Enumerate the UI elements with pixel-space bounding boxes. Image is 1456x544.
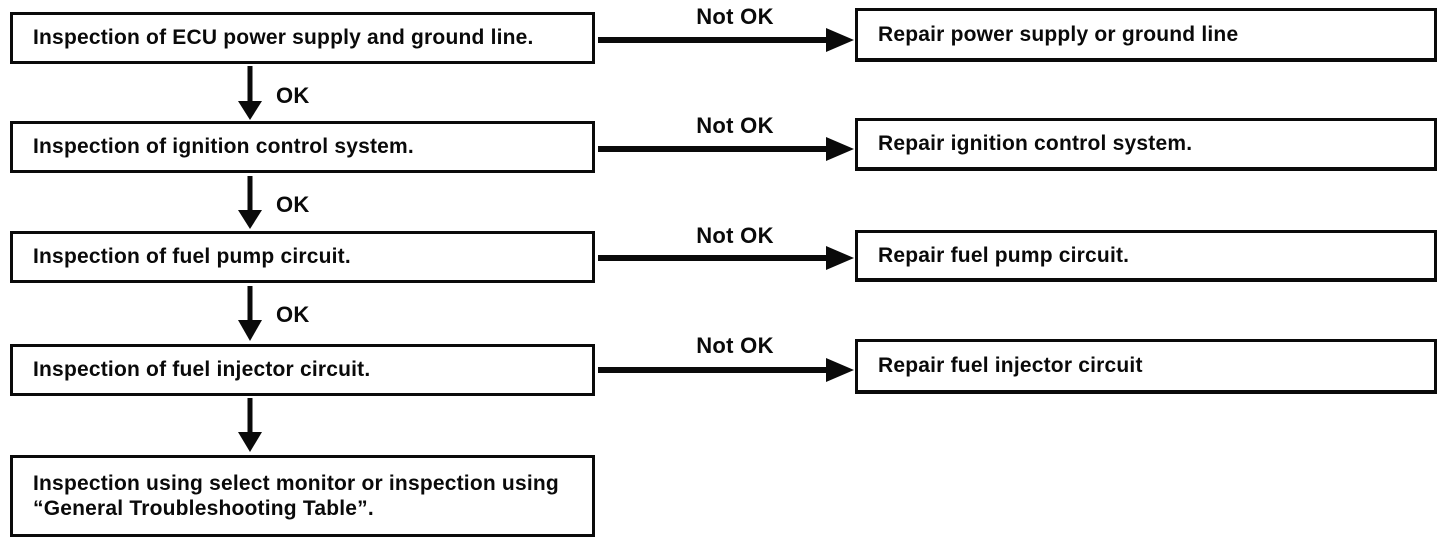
repair-box-4: Repair fuel injector circuit — [855, 339, 1437, 394]
repair-box-2: Repair ignition control system. — [855, 118, 1437, 171]
ok-arrow-3 — [238, 286, 262, 341]
not-ok-arrow-3 — [598, 246, 854, 270]
step-box-4: Inspection of fuel injector circuit. — [10, 344, 595, 396]
step-box-1: Inspection of ECU power supply and groun… — [10, 12, 595, 64]
ok-label-1: OK — [276, 83, 310, 108]
not-ok-arrow-4 — [598, 358, 854, 382]
ok-arrow-2 — [238, 176, 262, 229]
step-label-3: Inspection of fuel pump circuit. — [33, 245, 351, 269]
ok-label-2: OK — [276, 192, 310, 217]
not-ok-label-3: Not OK — [696, 223, 774, 248]
step-label-4: Inspection of fuel injector circuit. — [33, 358, 371, 382]
step-box-3: Inspection of fuel pump circuit. — [10, 231, 595, 283]
not-ok-arrow-2 — [598, 137, 854, 161]
step-box-5: Inspection using select monitor or inspe… — [10, 455, 595, 537]
step-label-2: Inspection of ignition control system. — [33, 135, 414, 159]
step-label-1: Inspection of ECU power supply and groun… — [33, 26, 534, 50]
repair-label-4: Repair fuel injector circuit — [878, 354, 1143, 378]
repair-label-3: Repair fuel pump circuit. — [878, 243, 1130, 267]
repair-box-1: Repair power supply or ground line — [855, 8, 1437, 62]
step-box-2: Inspection of ignition control system. — [10, 121, 595, 173]
ok-arrow-1 — [238, 66, 262, 120]
not-ok-label-2: Not OK — [696, 113, 774, 138]
not-ok-label-4: Not OK — [696, 333, 774, 358]
not-ok-arrow-1 — [598, 28, 854, 52]
step-label-5: Inspection using select monitor or inspe… — [33, 471, 559, 520]
ok-label-3: OK — [276, 302, 310, 327]
repair-label-2: Repair ignition control system. — [878, 132, 1193, 156]
not-ok-label-1: Not OK — [696, 4, 774, 29]
down-arrow-4 — [238, 398, 262, 452]
repair-box-3: Repair fuel pump circuit. — [855, 230, 1437, 282]
repair-label-1: Repair power supply or ground line — [878, 22, 1239, 46]
